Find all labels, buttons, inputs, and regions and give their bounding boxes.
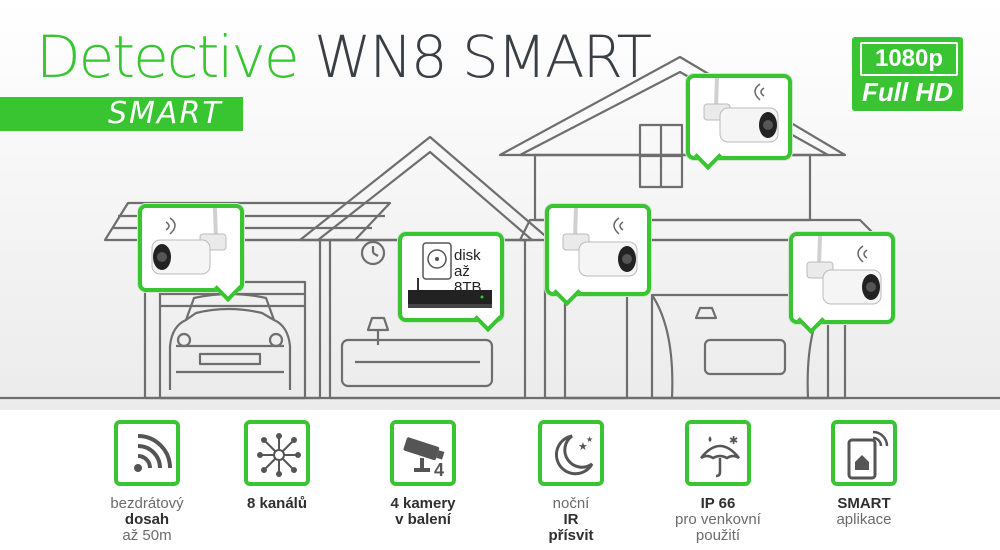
quality-label: Full HD [862, 77, 953, 107]
resolution-label: 1080p [860, 42, 958, 76]
camera-bubble-roof [686, 74, 792, 171]
feature-smart-app-line1: SMART [837, 495, 891, 512]
camera-bubble-right [789, 232, 895, 335]
feature-wireless-line1: bezdrátový [110, 495, 184, 512]
feature-night-ir-line3: přísvit [548, 527, 594, 544]
svg-text:4: 4 [434, 460, 444, 480]
nvr-bubble: disk až 8TB [398, 232, 504, 333]
feature-wireless-line2: dosah [124, 511, 170, 528]
disk-label-line1: disk až [454, 247, 481, 280]
umbrella-weather-icon: ✱ [700, 434, 740, 478]
feature-ip66: ✱ IP 66 pro venkovní použití [658, 420, 778, 544]
feature-wireless-line3: až 50m [122, 527, 172, 544]
svg-text:★: ★ [586, 435, 593, 444]
title-model: WN8 SMART [313, 23, 652, 91]
feature-smart-app: SMART aplikace [804, 420, 924, 528]
nvr-recorder-icon [408, 278, 492, 308]
title-brand: Detective [36, 23, 300, 91]
wireless-camera-icon [806, 236, 882, 305]
feature-cameras: 4 4 kamery v balení [363, 420, 483, 528]
smart-banner-label: SMART [108, 96, 223, 131]
hard-disk-icon [422, 242, 452, 280]
resolution-badge: 1080p Full HD [852, 37, 963, 111]
feature-cameras-line1: 4 kamery [390, 495, 456, 512]
wireless-camera-icon [703, 78, 779, 143]
night-moon-icon: ★ ★ [554, 434, 594, 476]
smart-banner: SMART [0, 97, 243, 131]
camera-bubble-center [545, 204, 651, 307]
wireless-camera-icon [562, 208, 638, 277]
wifi-icon [134, 434, 172, 472]
feature-wireless: bezdrátový dosah až 50m [87, 420, 207, 544]
product-title: Detective WN8 SMART [36, 22, 652, 92]
feature-night-ir-line2: IR [563, 511, 579, 528]
feature-night-ir-line1: noční [552, 495, 590, 512]
feature-night-ir: ★ ★ noční IR přísvit [511, 420, 631, 544]
svg-text:✱: ✱ [729, 434, 738, 447]
smartphone-app-icon [847, 430, 889, 480]
svg-text:★: ★ [578, 440, 588, 453]
feature-channels: 8 kanálů [217, 420, 337, 512]
wireless-camera-icon [151, 208, 227, 275]
feature-smart-app-line2: aplikace [836, 511, 892, 528]
feature-ip66-line2: pro venkovní [675, 511, 761, 528]
feature-ip66-line3: použití [695, 527, 741, 544]
camera-bubble-garage [138, 204, 244, 303]
feature-ip66-line1: IP 66 [700, 495, 736, 512]
feature-cameras-line2: v balení [395, 511, 451, 528]
network-hub-icon [257, 433, 301, 477]
cctv-camera-icon: 4 [403, 437, 445, 480]
feature-channels-line1: 8 kanálů [246, 495, 308, 512]
